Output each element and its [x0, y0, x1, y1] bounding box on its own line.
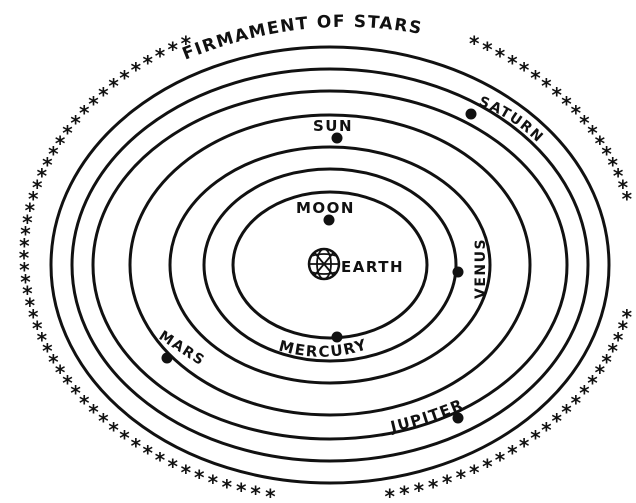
- firmament-star: *: [571, 391, 582, 415]
- label-jupiter: JUPITER: [388, 395, 467, 436]
- firmament-star: *: [167, 454, 178, 478]
- firmament-star: *: [530, 426, 541, 450]
- firmament-star: *: [88, 400, 99, 424]
- firmament-star: *: [131, 434, 142, 458]
- firmament-star: *: [108, 74, 119, 98]
- mercury-dot: [332, 332, 343, 343]
- saturn-dot: [466, 109, 477, 120]
- firmament-star: *: [495, 448, 506, 472]
- firmament-star: *: [519, 58, 530, 82]
- firmament-star: *: [414, 479, 425, 503]
- firmament-star: *: [519, 434, 530, 458]
- firmament-star: *: [108, 418, 119, 442]
- firmament-star: *: [561, 400, 572, 424]
- firmament-star: *: [541, 418, 552, 442]
- mars-dot: [162, 353, 173, 364]
- firmament-star: *: [428, 475, 439, 499]
- firmament-star: *: [236, 479, 247, 503]
- firmament-star: *: [265, 484, 276, 503]
- label-moon: MOON: [296, 199, 355, 217]
- title-firmament-of-stars: FIRMAMENT OF STARS: [180, 12, 425, 65]
- firmament-star: *: [622, 187, 633, 211]
- label-sun: SUN: [313, 117, 353, 135]
- firmament-star: *: [384, 484, 395, 503]
- label-venus: VENUS: [473, 238, 489, 299]
- firmament-star: *: [482, 38, 493, 62]
- firmament-star: *: [142, 51, 153, 75]
- firmament-star: *: [131, 58, 142, 82]
- label-earth: EARTH: [341, 258, 404, 276]
- firmament-star: *: [399, 482, 410, 503]
- firmament-star: *: [442, 471, 453, 495]
- firmament-star: *: [167, 38, 178, 62]
- earth-globe-icon: [309, 249, 339, 279]
- firmament-star: *: [194, 466, 205, 490]
- firmament-star: *: [482, 454, 493, 478]
- firmament-star: *: [530, 66, 541, 90]
- firmament-star: *: [155, 448, 166, 472]
- firmament-star: *: [119, 426, 130, 450]
- firmament-star: *: [181, 460, 192, 484]
- firmament-star: *: [222, 475, 233, 499]
- firmament-star: *: [142, 441, 153, 465]
- firmament-star: *: [507, 51, 518, 75]
- firmament-star: *: [469, 32, 480, 56]
- venus-dot: [453, 267, 464, 278]
- firmament-star: *: [250, 482, 261, 503]
- firmament-star: *: [456, 466, 467, 490]
- firmament-star: *: [98, 409, 109, 433]
- firmament-star: *: [551, 409, 562, 433]
- firmament-star: *: [507, 441, 518, 465]
- firmament-star: *: [119, 66, 130, 90]
- firmament-star: *: [155, 44, 166, 68]
- firmament-star: *: [208, 471, 219, 495]
- firmament-star: *: [495, 44, 506, 68]
- firmament-star: *: [469, 460, 480, 484]
